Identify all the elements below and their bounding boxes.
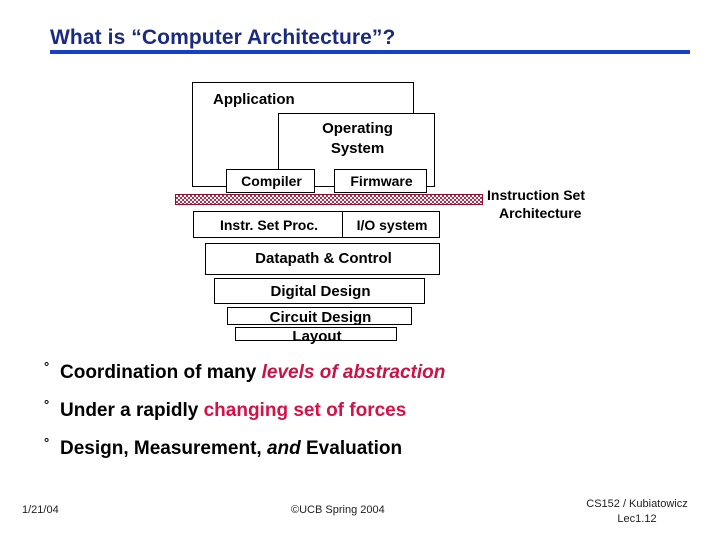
layer-box-datapath-control: Datapath & Control — [205, 243, 440, 275]
isa-annotation-label: Instruction Set Architecture — [487, 186, 667, 222]
layer-box-layout: Layout — [235, 327, 397, 345]
bullet-item-3: ° Design, Measurement, and Evaluation — [44, 435, 684, 476]
bullet-3-text-tail: Evaluation — [300, 438, 403, 459]
degree-bullet-icon: ° — [44, 435, 50, 450]
footer-date: 1/21/04 — [22, 504, 59, 516]
footer-lecture-number: Lec1.12 — [617, 513, 657, 525]
os-label-line1: Operating — [322, 120, 393, 137]
slide-footer: 1/21/04 ©UCB Spring 2004 CS152 / Kubiato… — [0, 495, 720, 540]
layer-label-layout: Layout — [292, 328, 342, 345]
footer-course: CS152 / Kubiatowicz — [586, 498, 688, 510]
layer-label-digital-design: Digital Design — [270, 283, 371, 300]
bullet-item-1: ° Coordination of many levels of abstract… — [44, 359, 684, 400]
layer-box-io-system: I/O system — [342, 211, 440, 238]
layer-label-application: Application — [213, 91, 295, 108]
layer-box-compiler: Compiler — [226, 169, 315, 193]
instruction-set-architecture-divider-bar — [175, 194, 483, 205]
layer-label-instr-set-proc: Instr. Set Proc. — [219, 217, 319, 233]
page-title: What is “Computer Architecture”? — [50, 26, 396, 49]
footer-course-info: CS152 / Kubiatowicz Lec1.12 — [573, 497, 701, 527]
layer-label-circuit-design: Circuit Design — [269, 309, 372, 326]
os-label-line2: System — [330, 140, 385, 157]
bullet-2-emphasis: changing set of forces — [203, 400, 407, 421]
footer-copyright: ©UCB Spring 2004 — [291, 504, 385, 516]
bullet-item-2: ° Under a rapidly changing set of forces — [44, 397, 684, 438]
layer-label-datapath-control: Datapath & Control — [255, 250, 392, 267]
bullet-1-text-plain: Coordination of many — [60, 362, 262, 383]
layer-label-io-system: I/O system — [356, 217, 428, 233]
layer-box-instr-set-proc: Instr. Set Proc. — [193, 211, 343, 238]
degree-bullet-icon: ° — [44, 359, 50, 374]
bullet-1-emphasis: levels of abstraction — [261, 362, 446, 383]
bullet-3-emphasis: and — [266, 438, 301, 459]
layer-box-firmware: Firmware — [334, 169, 427, 193]
layer-box-circuit-design: Circuit Design — [227, 307, 412, 326]
title-block: What is “Computer Architecture”? — [50, 26, 690, 50]
isa-annotation-line2: Architecture — [499, 205, 582, 221]
bullet-2-text-plain: Under a rapidly — [60, 400, 204, 421]
title-underline-rule — [50, 50, 690, 54]
bullet-list: ° Coordination of many levels of abstract… — [44, 359, 684, 476]
bullet-3-text-plain: Design, Measurement, — [60, 438, 267, 459]
isa-annotation-line1: Instruction Set — [487, 187, 586, 203]
degree-bullet-icon: ° — [44, 397, 50, 412]
layer-label-firmware: Firmware — [350, 173, 413, 189]
layer-label-compiler: Compiler — [241, 173, 302, 189]
layer-box-digital-design: Digital Design — [214, 278, 425, 304]
